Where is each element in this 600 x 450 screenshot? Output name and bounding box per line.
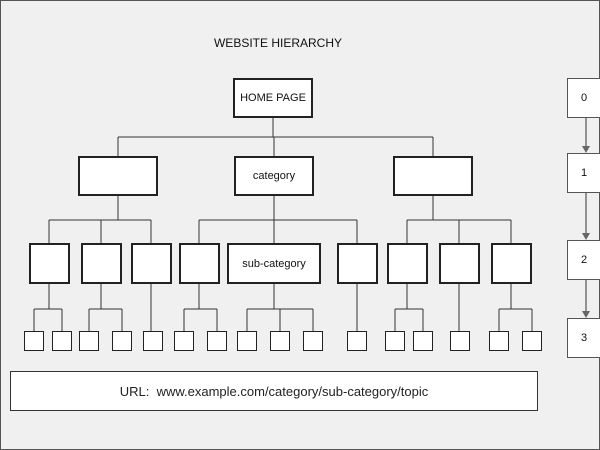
url-prefix: URL: bbox=[119, 383, 150, 399]
category-node-3 bbox=[393, 156, 473, 196]
level-3-marker: 3 bbox=[567, 318, 600, 358]
subcategory-node-7 bbox=[387, 243, 428, 284]
diagram-title: WEBSITE HIERARCHY bbox=[213, 36, 342, 50]
subcategory-node-8 bbox=[439, 243, 480, 284]
subcategory-node-5: sub-category bbox=[227, 243, 321, 284]
level-0-marker: 0 bbox=[567, 78, 600, 118]
topic-node-8 bbox=[237, 331, 257, 351]
subcategory-node-1 bbox=[29, 243, 70, 284]
level-2-marker: 2 bbox=[567, 240, 600, 280]
topic-node-3 bbox=[79, 331, 99, 351]
subcategory-node-6 bbox=[337, 243, 378, 284]
topic-node-15 bbox=[489, 331, 509, 351]
subcategory-node-9 bbox=[491, 243, 532, 284]
url-bar: URL: www.example.com/category/sub-catego… bbox=[10, 371, 538, 411]
topic-node-5 bbox=[143, 331, 163, 351]
topic-node-12 bbox=[385, 331, 405, 351]
topic-node-16 bbox=[522, 331, 542, 351]
topic-node-14 bbox=[450, 331, 470, 351]
category-node-1 bbox=[78, 156, 158, 196]
level-1-marker: 1 bbox=[567, 153, 600, 193]
topic-node-2 bbox=[52, 331, 72, 351]
subcategory-node-4 bbox=[179, 243, 220, 284]
url-path: www.example.com/category/sub-category/to… bbox=[156, 383, 429, 399]
topic-node-11 bbox=[347, 331, 367, 351]
level-arrow-head bbox=[582, 146, 590, 153]
topic-node-13 bbox=[413, 331, 433, 351]
home-page-node: HOME PAGE bbox=[233, 78, 313, 118]
subcategory-node-3 bbox=[131, 243, 172, 284]
topic-node-9 bbox=[270, 331, 290, 351]
topic-node-1 bbox=[24, 331, 44, 351]
topic-node-10 bbox=[303, 331, 323, 351]
topic-node-6 bbox=[174, 331, 194, 351]
level-arrow-head bbox=[582, 311, 590, 318]
subcategory-node-2 bbox=[81, 243, 122, 284]
topic-node-4 bbox=[112, 331, 132, 351]
category-node-2: category bbox=[234, 156, 314, 196]
topic-node-7 bbox=[207, 331, 227, 351]
level-arrow-head bbox=[582, 233, 590, 240]
